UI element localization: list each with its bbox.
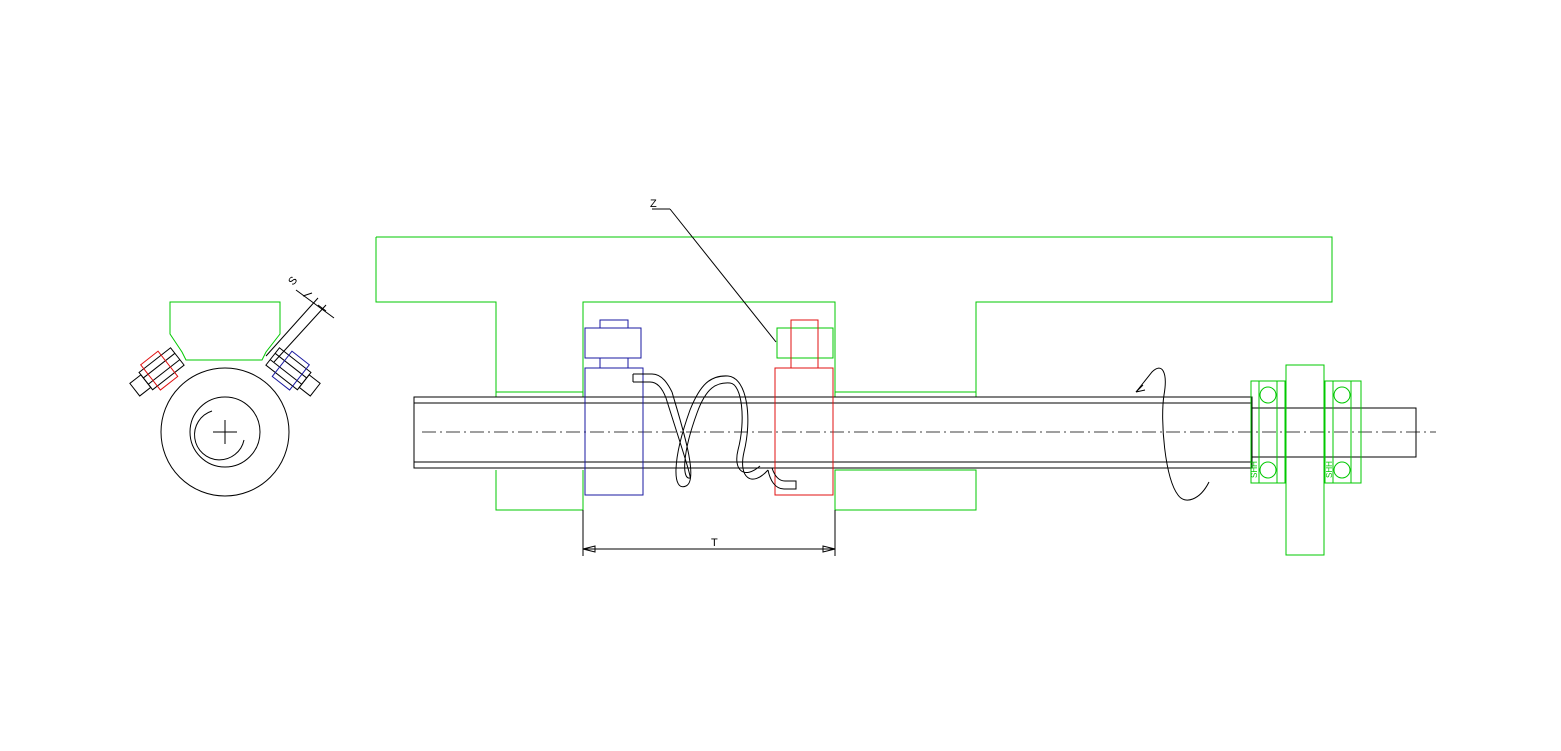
s-dimension-tick — [295, 289, 335, 319]
bearing-assembly: SHH SHH — [1250, 364, 1362, 556]
side-view: Z T SHH SHH — [375, 198, 1436, 556]
rotation-arrow — [1135, 367, 1210, 501]
left-bearing-mark: SHH — [1250, 461, 1259, 478]
s-dimension-line-a — [265, 297, 319, 357]
end-view-rotation-arc — [194, 410, 245, 461]
end-view-right-clamp — [265, 347, 321, 397]
end-view-inner-circle — [189, 396, 261, 468]
right-bearing — [1324, 380, 1362, 484]
right-clamp — [767, 319, 834, 496]
s-dimension-line-b — [273, 304, 327, 363]
frame-right-lower — [834, 469, 977, 511]
pulley — [1285, 364, 1325, 556]
frame-left-lower — [495, 470, 584, 511]
frame-center-housing — [582, 301, 836, 397]
z-label: Z — [650, 198, 657, 210]
end-view-outer-circle — [160, 367, 290, 497]
coil-spring — [665, 375, 769, 488]
left-clamp — [584, 319, 673, 496]
left-clamp-seat — [584, 327, 642, 359]
right-bearing-mark: SHH — [1325, 461, 1334, 478]
right-clamp-seat — [776, 327, 834, 359]
left-bearing — [1250, 380, 1286, 484]
shaft-end-stub — [1251, 407, 1417, 458]
end-view-left-clamp — [129, 347, 185, 397]
s-label: S — [286, 274, 300, 287]
frame-top-beam — [375, 236, 1333, 398]
end-view: S — [129, 274, 335, 497]
end-view-holder — [169, 301, 281, 361]
t-label: T — [711, 537, 718, 549]
frame-center-housing-base — [582, 470, 836, 510]
z-leader — [669, 208, 777, 343]
